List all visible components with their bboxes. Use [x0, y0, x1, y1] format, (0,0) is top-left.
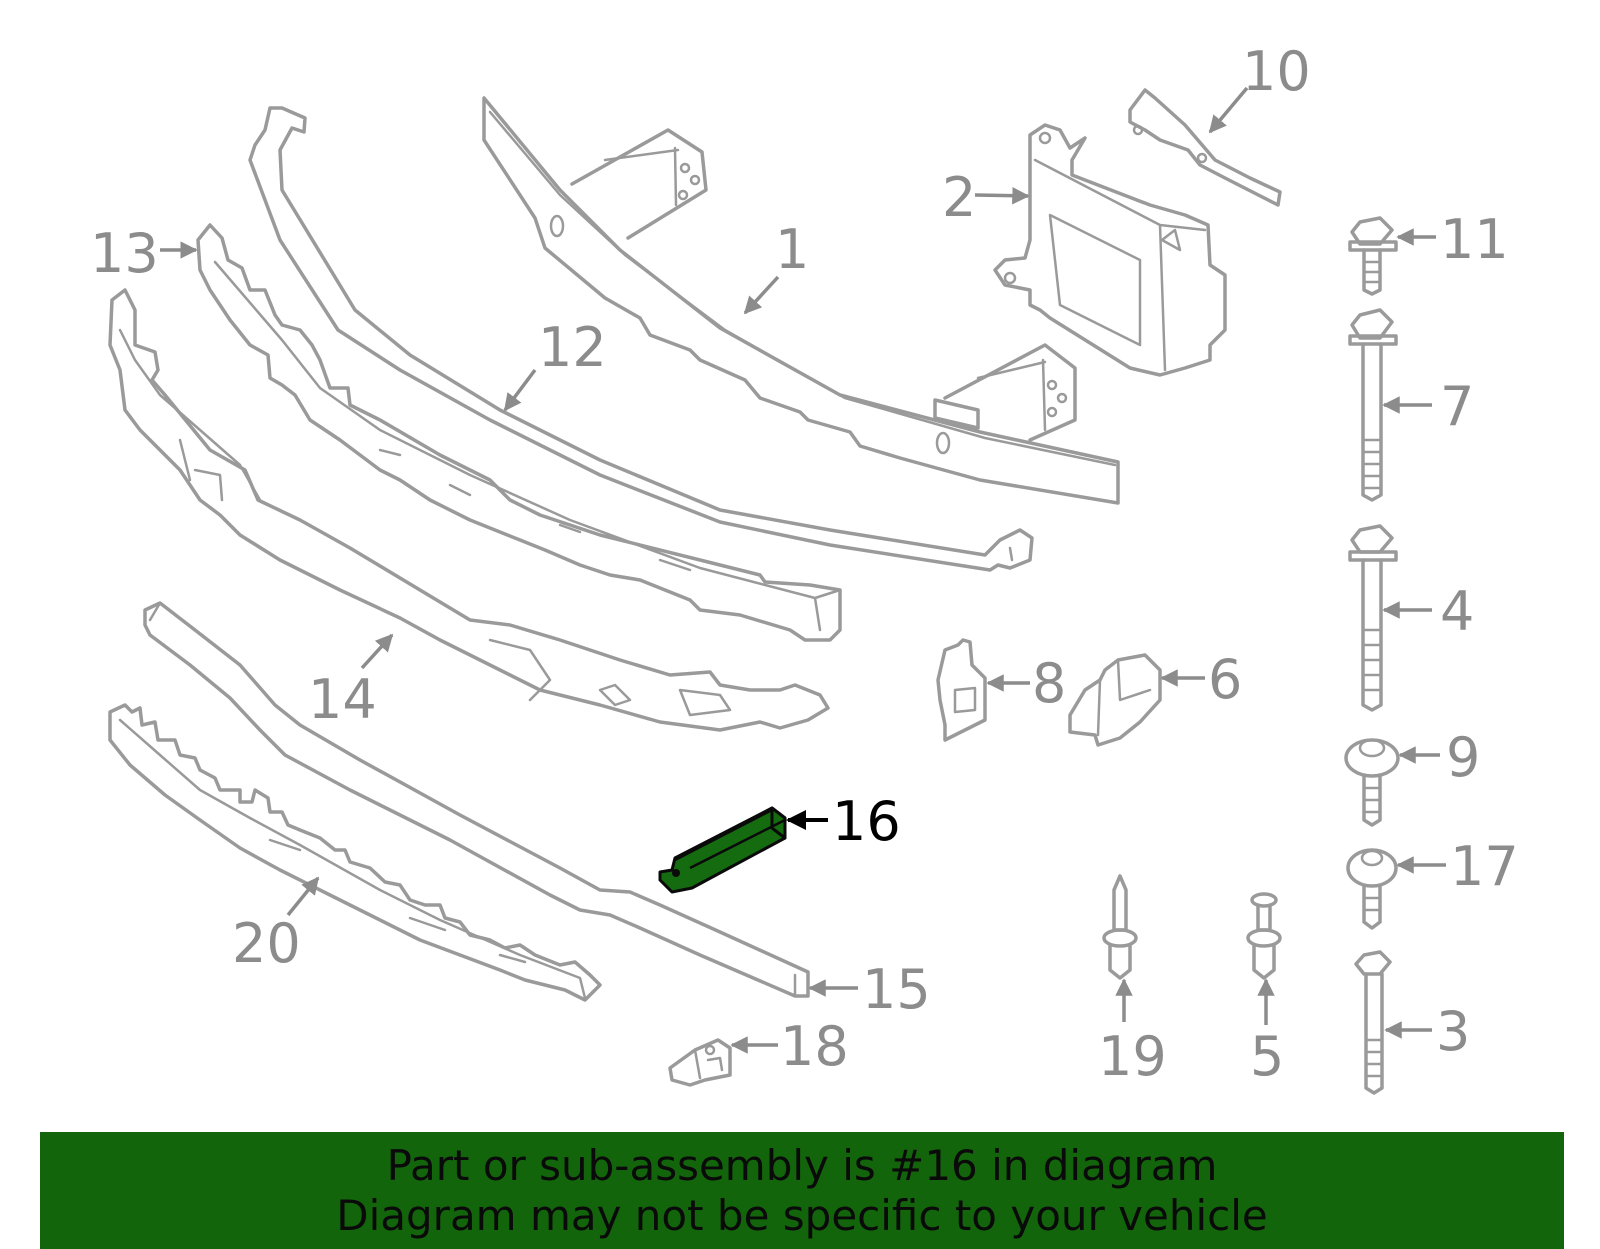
- callout-8: 8: [1032, 652, 1066, 715]
- callout-16-highlighted: 16: [832, 790, 901, 853]
- callout-15: 15: [862, 958, 931, 1021]
- callout-20: 20: [232, 912, 301, 975]
- leader-lines: [160, 86, 1446, 1054]
- callout-19: 19: [1098, 1025, 1167, 1088]
- callout-labels: 1 2 10 11 7 4 9 17 3 13 12 14 8 6 16 15 …: [90, 40, 1519, 1088]
- callout-3: 3: [1436, 1000, 1470, 1063]
- part-17-screw[interactable]: [1346, 848, 1398, 930]
- part-14-absorber[interactable]: [108, 288, 830, 732]
- callout-9: 9: [1446, 726, 1480, 789]
- callout-13: 13: [90, 222, 159, 285]
- part-19-rivet[interactable]: [1102, 874, 1138, 980]
- part-18-clip[interactable]: [668, 1038, 732, 1087]
- callout-1: 1: [775, 218, 809, 281]
- callout-17: 17: [1450, 835, 1519, 898]
- part-13-absorber[interactable]: [196, 223, 842, 642]
- part-12-curved-bar[interactable]: [248, 106, 1034, 572]
- part-1-bumper-beam[interactable]: [482, 96, 1120, 505]
- part-15-lower-bar[interactable]: [143, 601, 810, 998]
- part-2-bracket[interactable]: [993, 123, 1227, 377]
- part-11-bolt[interactable]: [1348, 216, 1398, 296]
- part-5-rivet[interactable]: [1246, 892, 1282, 980]
- part-20-lower-strip[interactable]: [108, 703, 602, 1002]
- part-9-screw[interactable]: [1344, 738, 1400, 827]
- part-7-bolt[interactable]: [1348, 308, 1398, 502]
- part-6-bracket[interactable]: [1068, 653, 1162, 747]
- part-4-bolt[interactable]: [1348, 524, 1398, 712]
- callout-2: 2: [942, 166, 976, 229]
- part-10-bracket[interactable]: [1128, 88, 1282, 207]
- banner-line-2: Diagram may not be specific to your vehi…: [336, 1190, 1268, 1240]
- callout-5: 5: [1250, 1025, 1284, 1088]
- callout-6: 6: [1208, 648, 1242, 711]
- callout-10: 10: [1242, 40, 1311, 103]
- info-banner: Part or sub-assembly is #16 in diagram D…: [40, 1132, 1564, 1249]
- callout-11: 11: [1440, 208, 1509, 271]
- callout-4: 4: [1440, 580, 1474, 643]
- callout-12: 12: [538, 316, 607, 379]
- banner-line-1: Part or sub-assembly is #16 in diagram: [386, 1140, 1218, 1190]
- part-3-bolt[interactable]: [1354, 950, 1392, 1095]
- part-8-bracket[interactable]: [936, 638, 987, 742]
- callout-7: 7: [1440, 375, 1474, 438]
- part-16-highlighted-bracket[interactable]: [658, 806, 787, 894]
- callout-14: 14: [308, 668, 377, 731]
- callout-18: 18: [780, 1015, 849, 1078]
